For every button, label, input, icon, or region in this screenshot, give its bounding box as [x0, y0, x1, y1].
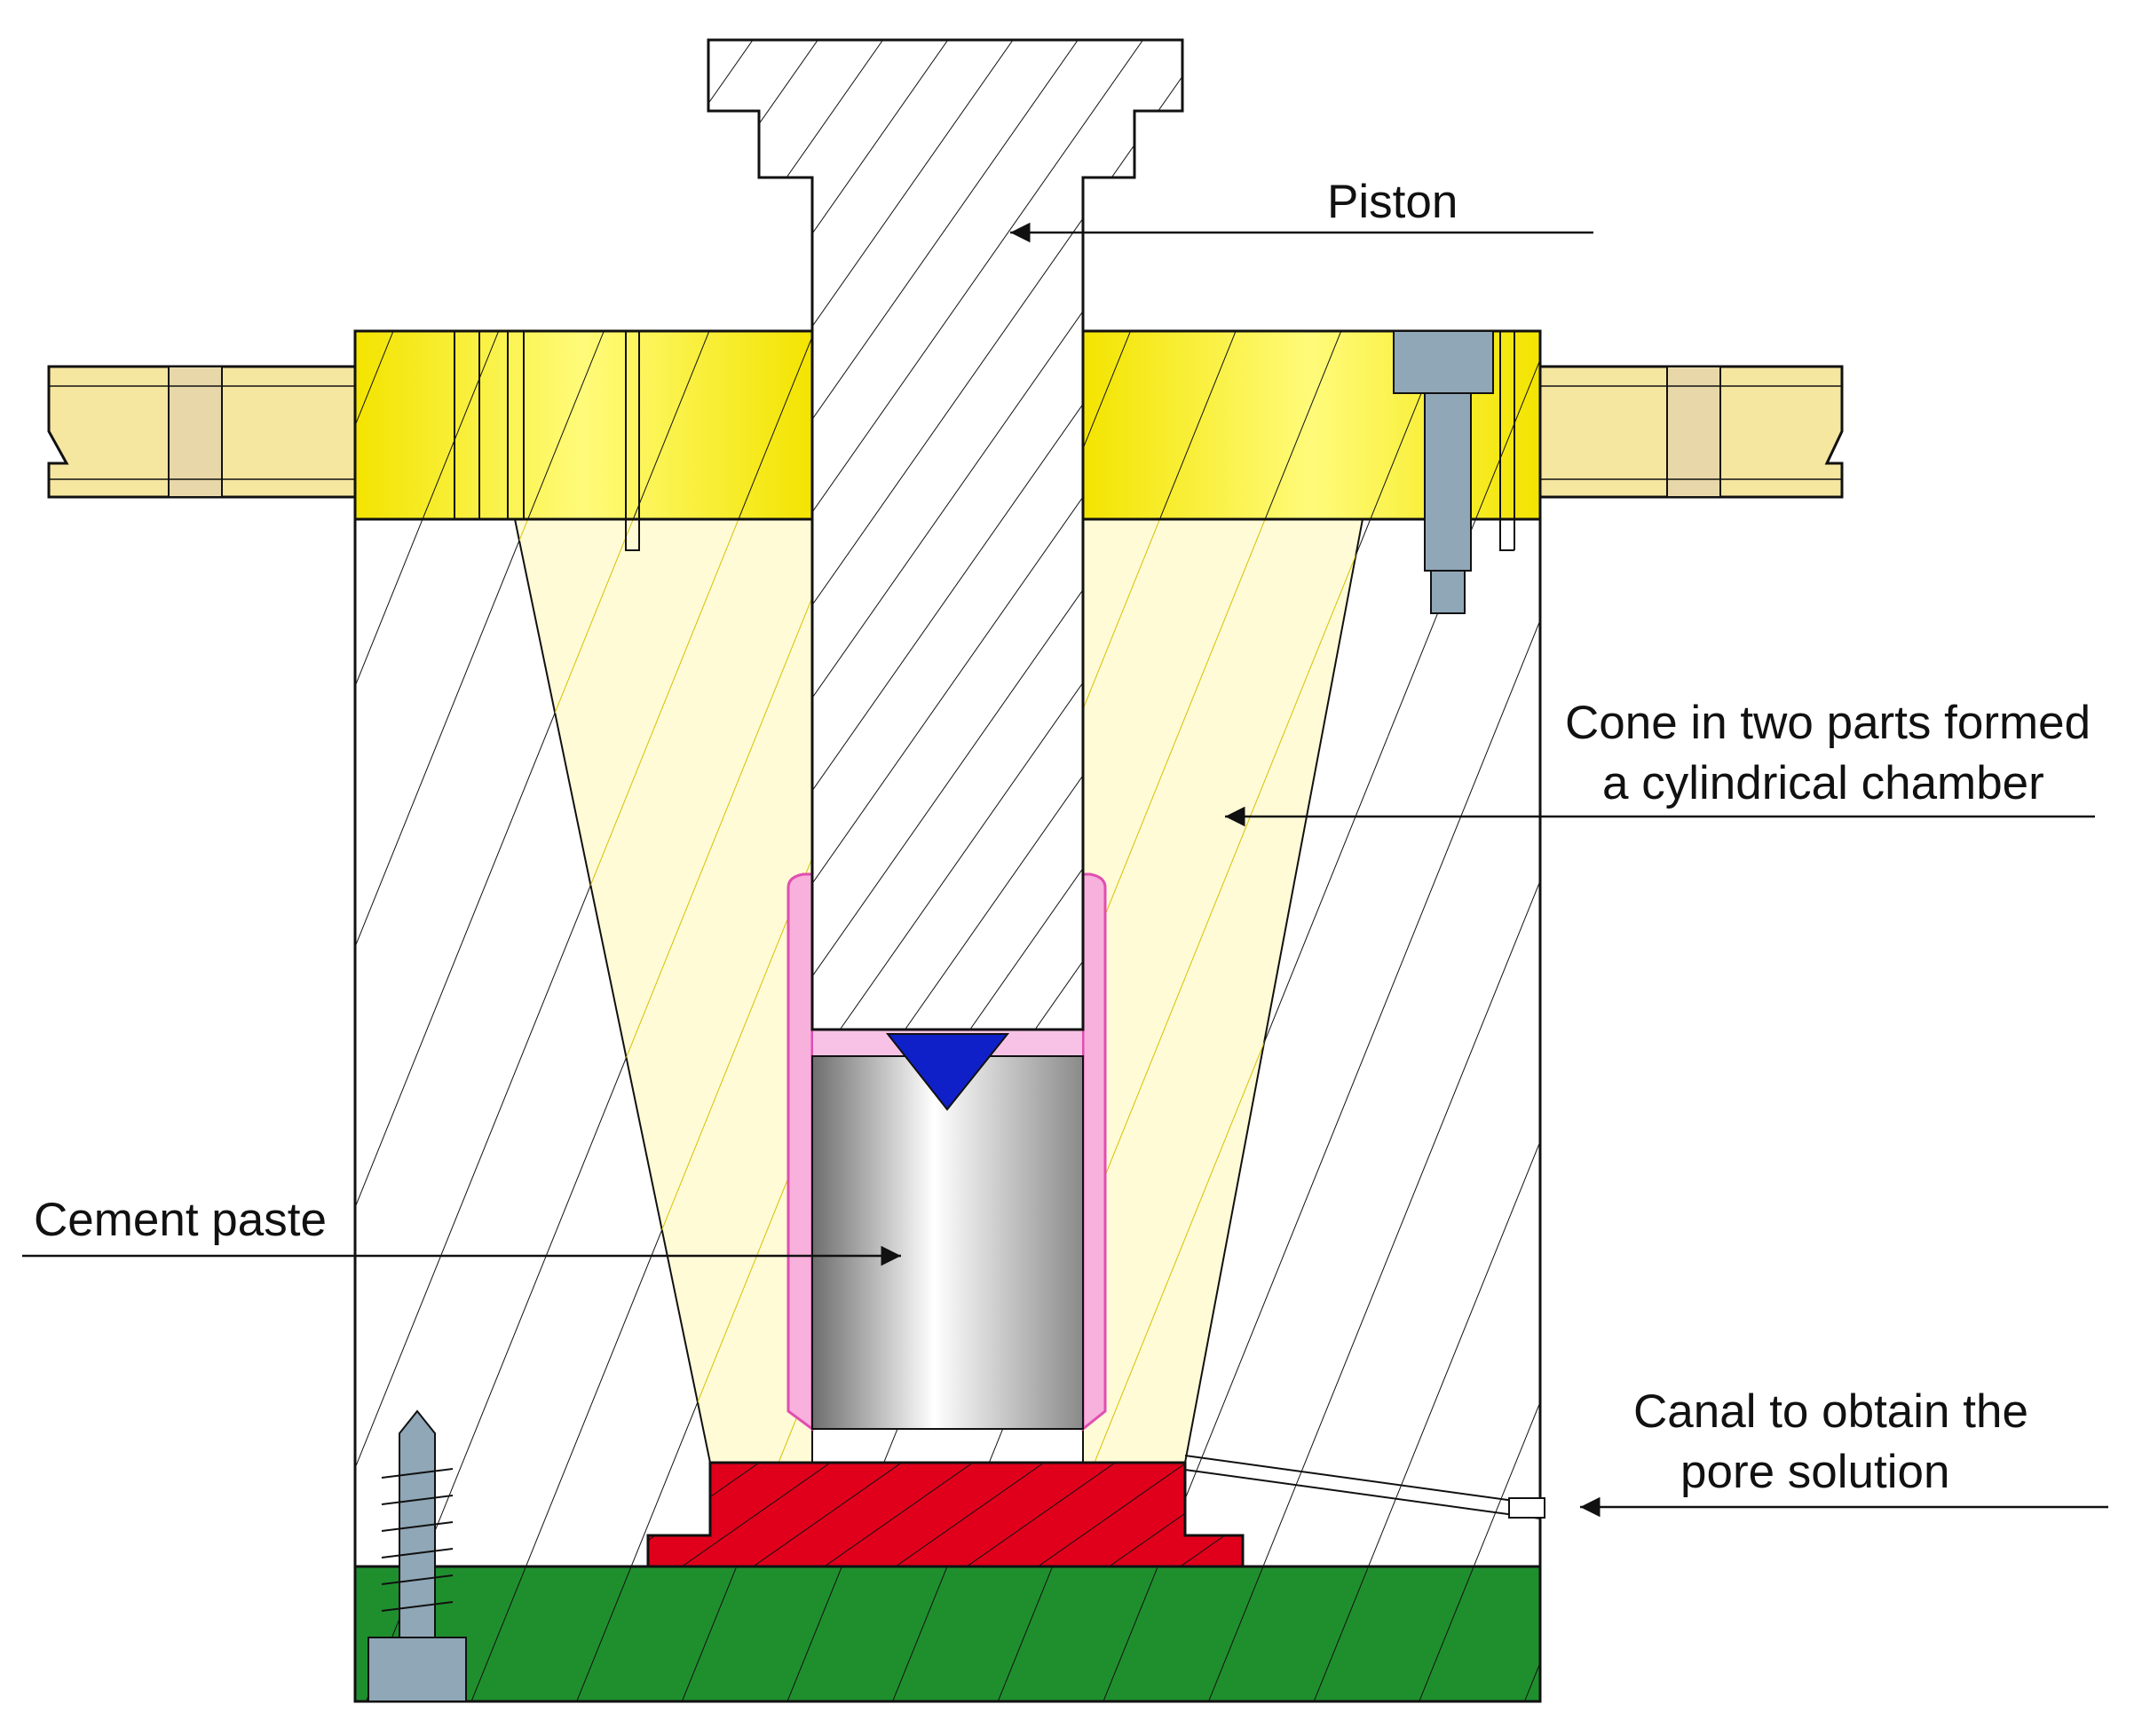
canal-tube [1184, 1455, 1545, 1519]
top-bolt [1393, 330, 1494, 614]
red-plug [646, 1461, 1245, 1568]
label-piston: Piston [1327, 176, 1458, 228]
right-flange [1538, 365, 1844, 499]
piston [707, 38, 1184, 1031]
pink-sleeve [786, 872, 1107, 1432]
left-flange [47, 365, 357, 499]
label-cone-line2: a cylindrical chamber [1602, 757, 2044, 809]
cement-paste-specimen [811, 1055, 1084, 1430]
top-ring-plate [353, 329, 1542, 551]
label-cone-line1: Cone in two parts formed [1565, 697, 2091, 749]
label-canal-line2: pore solution [1680, 1446, 1949, 1498]
label-canal-line1: Canal to obtain the [1633, 1385, 2028, 1438]
bottom-screw [368, 1409, 467, 1702]
blue-tip [885, 1033, 1010, 1111]
base-plate [353, 1565, 1542, 1703]
label-cement-paste: Cement paste [34, 1194, 327, 1246]
